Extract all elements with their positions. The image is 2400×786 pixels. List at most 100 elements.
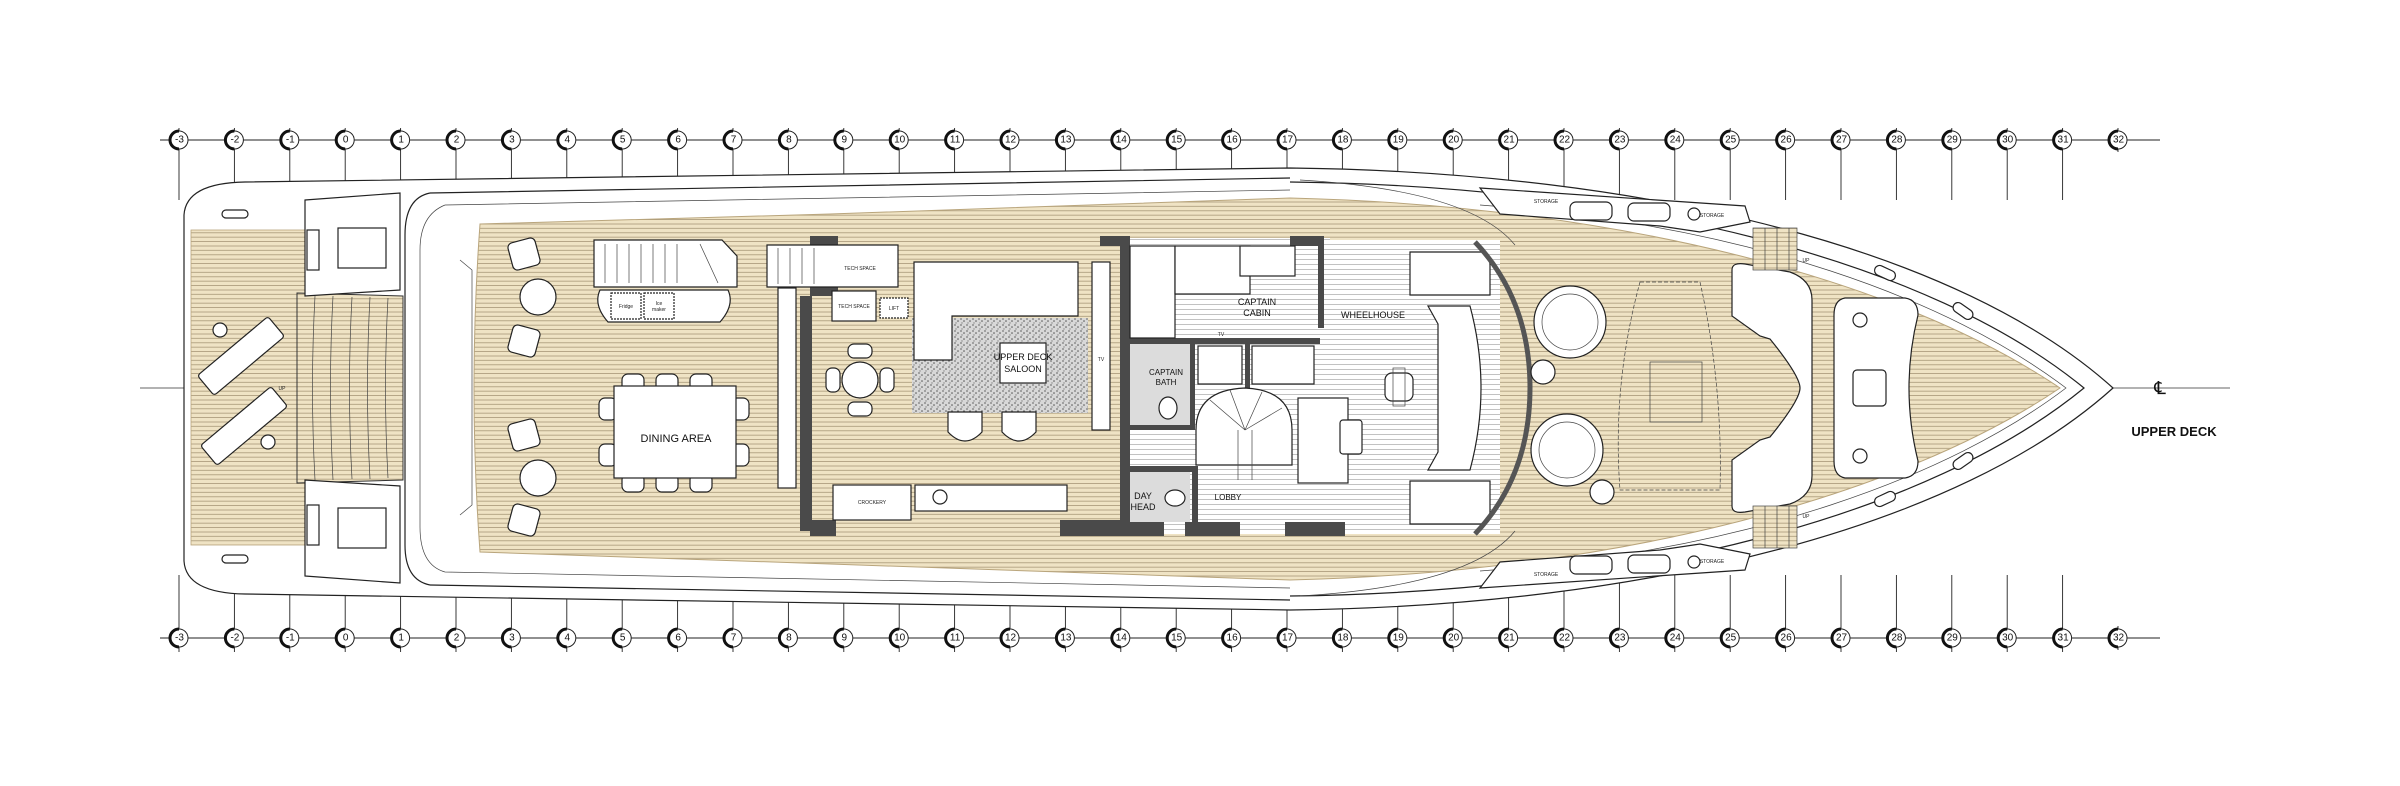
frame-label: -2 <box>230 633 239 644</box>
fender-locker <box>1627 202 1671 222</box>
side-table <box>1589 479 1615 505</box>
fender-locker <box>1569 555 1613 575</box>
frame-marker: 23 <box>1608 128 1629 200</box>
frame-marker: 31 <box>2052 575 2073 652</box>
frame-label: 0 <box>343 633 349 644</box>
frame-label: 5 <box>620 633 626 644</box>
frame-marker: 13 <box>1054 128 1075 200</box>
frame-arc <box>1387 129 1398 151</box>
frame-marker: 0 <box>334 575 355 652</box>
frame-label: 25 <box>1725 135 1737 146</box>
round-table <box>841 361 879 399</box>
frame-label: 23 <box>1614 633 1626 644</box>
frame-arc <box>168 129 180 151</box>
desk <box>1239 245 1296 277</box>
frame-marker: 28 <box>1885 128 1906 200</box>
frame-marker: 27 <box>1830 128 1851 200</box>
frame-arc <box>611 129 623 151</box>
frame-marker: -2 <box>223 575 244 652</box>
frame-arc <box>944 129 955 151</box>
frame-marker: 24 <box>1664 128 1685 200</box>
frame-arc <box>1608 129 1620 151</box>
frame-arc <box>1553 129 1565 151</box>
frame-label: 19 <box>1393 135 1405 146</box>
frame-label: 11 <box>950 633 961 644</box>
frame-arc <box>888 129 900 151</box>
frame-label: 21 <box>1504 633 1516 644</box>
frame-label: 8 <box>786 633 792 644</box>
frame-arc <box>2107 627 2119 649</box>
frame-label: 31 <box>2058 135 2070 146</box>
up-label: UP <box>1803 258 1811 264</box>
tv-label: TV <box>1098 357 1105 363</box>
chair <box>507 418 541 452</box>
captain-cabin-label: CAPTAIN <box>1238 297 1276 307</box>
frame-arc <box>1885 627 1897 649</box>
side-table <box>1530 359 1556 385</box>
frame-arc <box>500 627 512 649</box>
frame-marker: 9 <box>833 128 854 200</box>
frame-marker: -2 <box>223 128 244 200</box>
windscreen <box>1473 240 1533 536</box>
foredeck: UP UP <box>1530 227 1974 549</box>
frame-marker: 16 <box>1221 575 1242 652</box>
round-table <box>519 459 557 497</box>
bow-inner-line <box>1479 204 2067 572</box>
frame-label: 7 <box>731 633 737 644</box>
lobby-label: LOBBY <box>1215 493 1242 502</box>
up-label: UP <box>1803 514 1811 520</box>
frame-label: 4 <box>565 135 571 146</box>
frame-arc <box>1664 627 1675 649</box>
frame-label: 32 <box>2113 633 2125 644</box>
tv-label: TV <box>1218 332 1225 338</box>
frame-label: 0 <box>343 135 349 146</box>
frame-arc <box>888 627 900 649</box>
frame-marker: 23 <box>1608 575 1629 652</box>
windlass <box>1852 312 1868 328</box>
storage-label: STORAGE <box>1700 213 1725 219</box>
tech-space-label: TECH SPACE <box>838 304 870 310</box>
frame-marker: 27 <box>1830 575 1851 652</box>
frame-label: 8 <box>786 135 792 146</box>
frame-label: 16 <box>1227 633 1239 644</box>
wheelhouse-label: WHEELHOUSE <box>1341 310 1405 320</box>
frame-marker: 28 <box>1885 575 1906 652</box>
frame-label: 3 <box>509 135 515 146</box>
frame-label: 20 <box>1448 135 1460 146</box>
tech-space-label: TECH SPACE <box>844 266 876 272</box>
frame-marker: 1 <box>390 575 411 652</box>
frame-label: 1 <box>398 633 404 644</box>
bow-stairs <box>1752 227 1798 549</box>
frame-marker: 3 <box>500 128 521 200</box>
storage-label: STORAGE <box>1700 559 1725 565</box>
frame-arc <box>1608 627 1620 649</box>
frame-marker: 32 <box>2107 128 2128 152</box>
round-table <box>519 278 557 316</box>
frame-arc <box>722 129 734 151</box>
frame-marker: 30 <box>1996 575 2017 652</box>
frame-label: 32 <box>2113 135 2125 146</box>
coffee-table <box>999 342 1047 384</box>
fender-locker <box>1627 554 1671 574</box>
frame-label: 15 <box>1171 135 1183 146</box>
frame-marker: -1 <box>279 128 300 200</box>
frame-arc <box>611 627 623 649</box>
frame-label: 10 <box>894 135 906 146</box>
fridge <box>610 292 642 320</box>
saloon-label: UPPER DECK <box>994 352 1053 362</box>
frame-label: 22 <box>1559 633 1571 644</box>
frame-arc <box>223 129 235 151</box>
frame-label: 1 <box>398 135 404 146</box>
frame-arc <box>1165 627 1177 649</box>
tender-outline <box>1617 281 1721 491</box>
up-label: UP <box>279 386 287 392</box>
frame-label: 12 <box>1005 135 1017 146</box>
round-sunpad <box>1530 413 1604 487</box>
frame-label: 14 <box>1116 135 1128 146</box>
frame-arc <box>1276 129 1288 151</box>
frame-label: 16 <box>1227 135 1239 146</box>
frame-label: -1 <box>286 135 295 146</box>
side-table <box>260 434 276 450</box>
frame-label: 17 <box>1282 135 1294 146</box>
